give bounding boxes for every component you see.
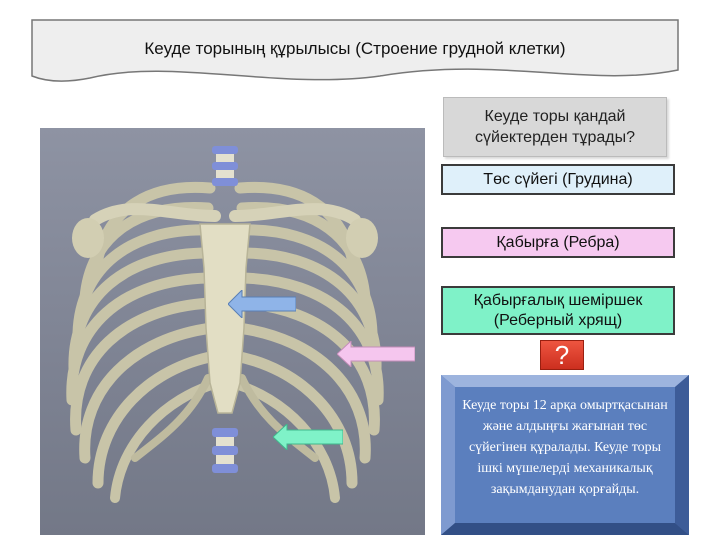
ribcage-image [40, 128, 425, 535]
question-mark-icon: ? [555, 340, 569, 371]
sternum-arrow-icon [228, 290, 296, 318]
option-ribs-button[interactable]: Қабырға (Ребра) [441, 227, 675, 258]
ribcage-drawing [40, 128, 425, 535]
info-panel: Кеуде торы 12 арқа омыртқасынан және алд… [441, 375, 689, 535]
option-sternum-button[interactable]: Төс сүйегі (Грудина) [441, 164, 675, 195]
page-title: Кеуде торының құрылысы (Строение грудной… [30, 18, 680, 80]
info-text: Кеуде торы 12 арқа омыртқасынан және алд… [459, 395, 671, 500]
ribs-arrow-icon [337, 341, 415, 367]
cartilage-arrow-icon [273, 424, 343, 450]
question-box: Кеуде торы қандай сүйектерден тұрады? [443, 97, 667, 157]
help-button[interactable]: ? [540, 340, 584, 370]
option-cartilage-button[interactable]: Қабырғалық шеміршек (Реберный хрящ) [441, 286, 675, 335]
title-banner: Кеуде торының құрылысы (Строение грудной… [30, 18, 680, 88]
